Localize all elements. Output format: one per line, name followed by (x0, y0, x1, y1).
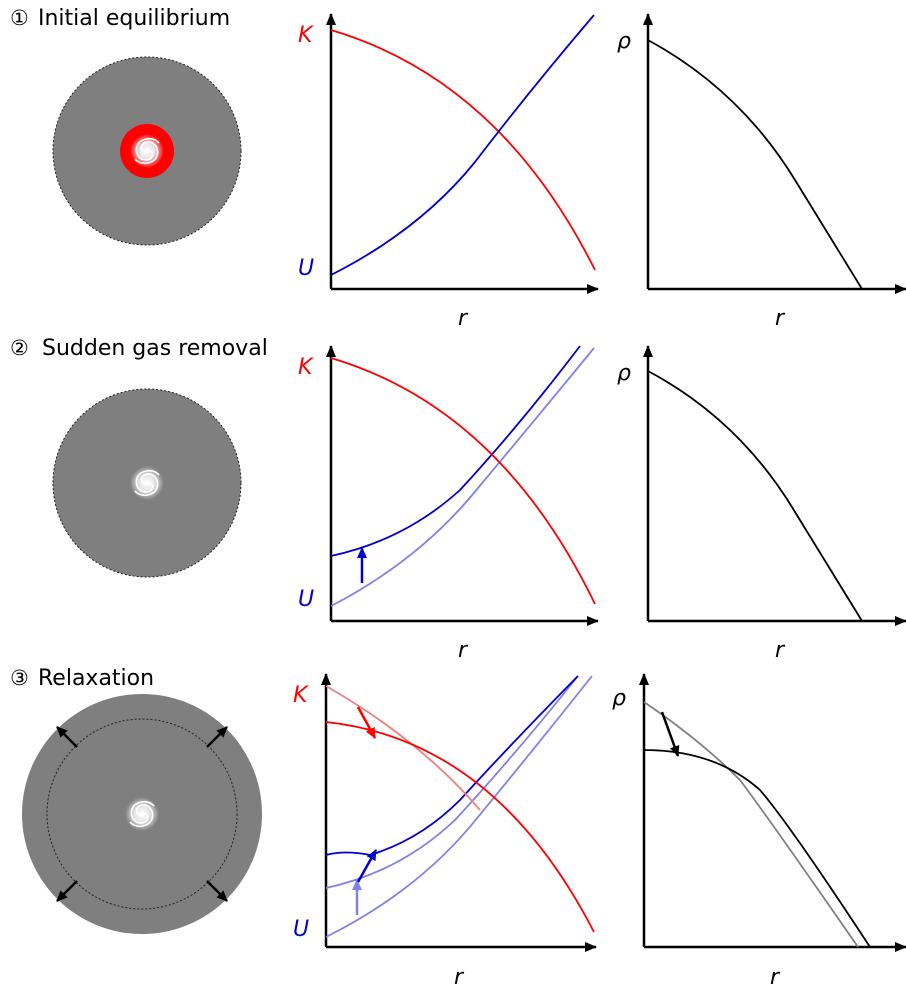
galaxy-icon (129, 133, 165, 169)
k-label: K (298, 355, 314, 380)
energy-plot: K U r (298, 13, 599, 331)
density-shift-arrow (660, 711, 680, 757)
u-label: U (298, 256, 314, 281)
previous-kinetic-curve (325, 685, 481, 811)
u-label: U (298, 587, 314, 612)
halo-illustration (22, 694, 262, 934)
galaxy-icon (124, 796, 160, 832)
halo-illustration (52, 388, 242, 578)
density-plot: ρ r (617, 345, 906, 663)
potential-curve (330, 345, 581, 557)
energy-plot: K U r (293, 673, 597, 990)
u-label: U (293, 917, 309, 942)
k-label: K (293, 683, 309, 708)
expansion-arrow-icon (206, 880, 228, 902)
galaxy-icon (129, 465, 165, 501)
r-label: r (775, 638, 786, 663)
expansion-arrow-icon (56, 726, 78, 748)
r-label: r (458, 638, 469, 663)
panel-3: ③ Relaxation K U r (10, 666, 906, 990)
density-plot: ρ r (617, 13, 906, 331)
panel-1-number: ① (10, 6, 29, 30)
panel-1: ① Initial equilibrium K U r ρ r (10, 6, 906, 331)
halo-illustration (52, 56, 242, 246)
kinetic-curve (330, 357, 596, 605)
r-label: r (458, 306, 469, 331)
density-curve (647, 39, 863, 290)
density-curve (647, 370, 863, 622)
expansion-arrow-icon (56, 880, 78, 902)
r-label: r (775, 306, 786, 331)
density-plot: ρ r (612, 673, 906, 990)
kinetic-shift-arrow (356, 706, 377, 739)
previous-potential-curve (325, 675, 593, 938)
panel-1-title: Initial equilibrium (38, 6, 230, 31)
potential-curve (325, 675, 579, 856)
r-label: r (770, 965, 781, 990)
previous-density-curve (643, 701, 859, 948)
original-halo-boundary (46, 718, 238, 910)
rho-label: ρ (617, 29, 631, 54)
intermediate-potential-curve (325, 675, 579, 889)
rho-label: ρ (617, 361, 631, 386)
panel-2-number: ② (10, 336, 29, 360)
panel-2-title: Sudden gas removal (42, 336, 268, 361)
expansion-arrow-icon (206, 726, 228, 748)
potential-curve (330, 14, 595, 276)
rho-label: ρ (612, 686, 626, 711)
density-curve (643, 749, 871, 948)
kinetic-curve (325, 721, 595, 933)
energy-plot: K U r (298, 345, 599, 663)
r-label: r (454, 965, 465, 990)
previous-potential-curve (330, 347, 595, 607)
panel-3-number: ③ (10, 666, 29, 690)
panel-2: ② Sudden gas removal K U r ρ r (10, 336, 906, 663)
panel-3-title: Relaxation (38, 666, 154, 691)
kinetic-curve (330, 29, 596, 271)
k-label: K (298, 23, 314, 48)
potential-shift-arrow (356, 849, 378, 883)
